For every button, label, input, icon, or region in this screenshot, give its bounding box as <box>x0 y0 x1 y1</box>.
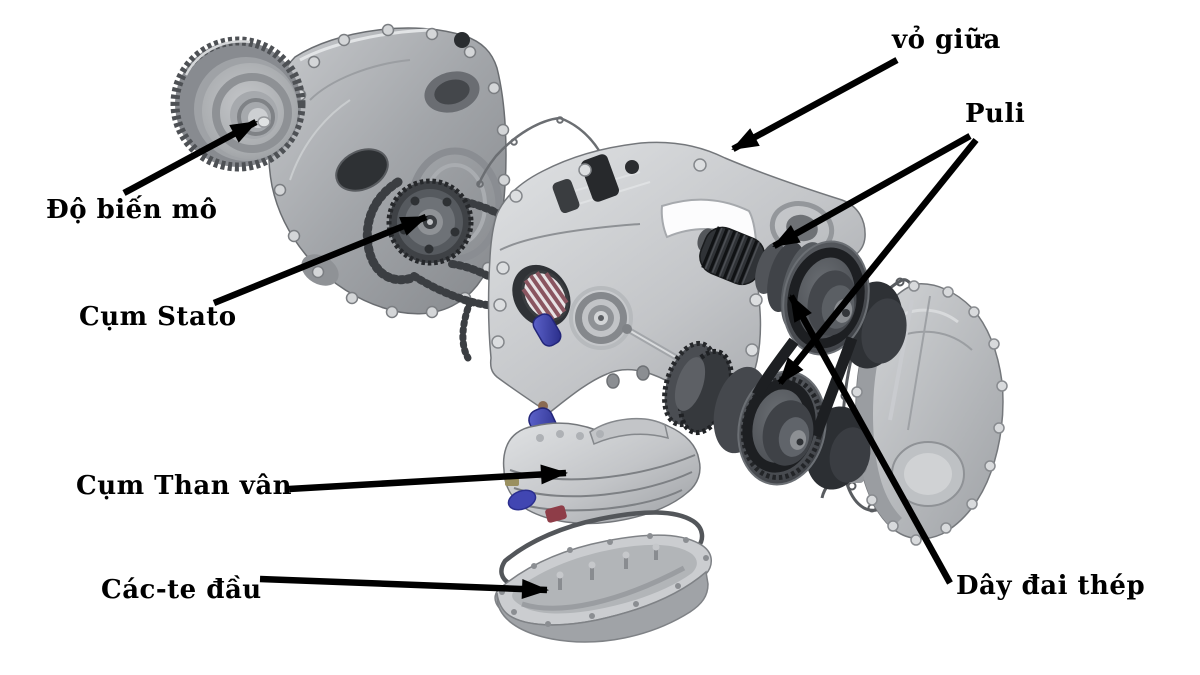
label-pulley: Puli <box>965 99 1026 129</box>
pulley-assembly <box>622 226 907 490</box>
valve-body <box>502 417 701 525</box>
label-stator-assembly: Cụm Stato <box>79 302 237 332</box>
torque-converter <box>170 36 306 172</box>
arrow-do-bien-mo <box>122 119 258 196</box>
label-middle-housing: vỏ giữa <box>892 25 1001 55</box>
arrow-day-dai-thep <box>788 294 953 585</box>
callout-arrows <box>122 57 979 600</box>
oil-pan <box>494 510 712 643</box>
arrow-vo-giua <box>731 57 899 152</box>
label-oil-pan: Các-te đầu <box>101 575 262 605</box>
top-gasket <box>476 116 602 188</box>
arrow-cum-than-van <box>288 464 568 493</box>
arrow-cac-te-dau <box>259 575 549 600</box>
arrow-puli-upper <box>772 133 972 249</box>
label-valve-body: Cụm Than vân <box>76 471 293 501</box>
arrow-cum-stato <box>212 213 428 307</box>
arrow-puli-lower <box>777 137 979 386</box>
main-case-middle-housing <box>487 141 866 449</box>
label-steel-belt: Dây đai thép <box>956 571 1146 601</box>
label-torque-converter: Độ biến mô <box>46 195 218 225</box>
